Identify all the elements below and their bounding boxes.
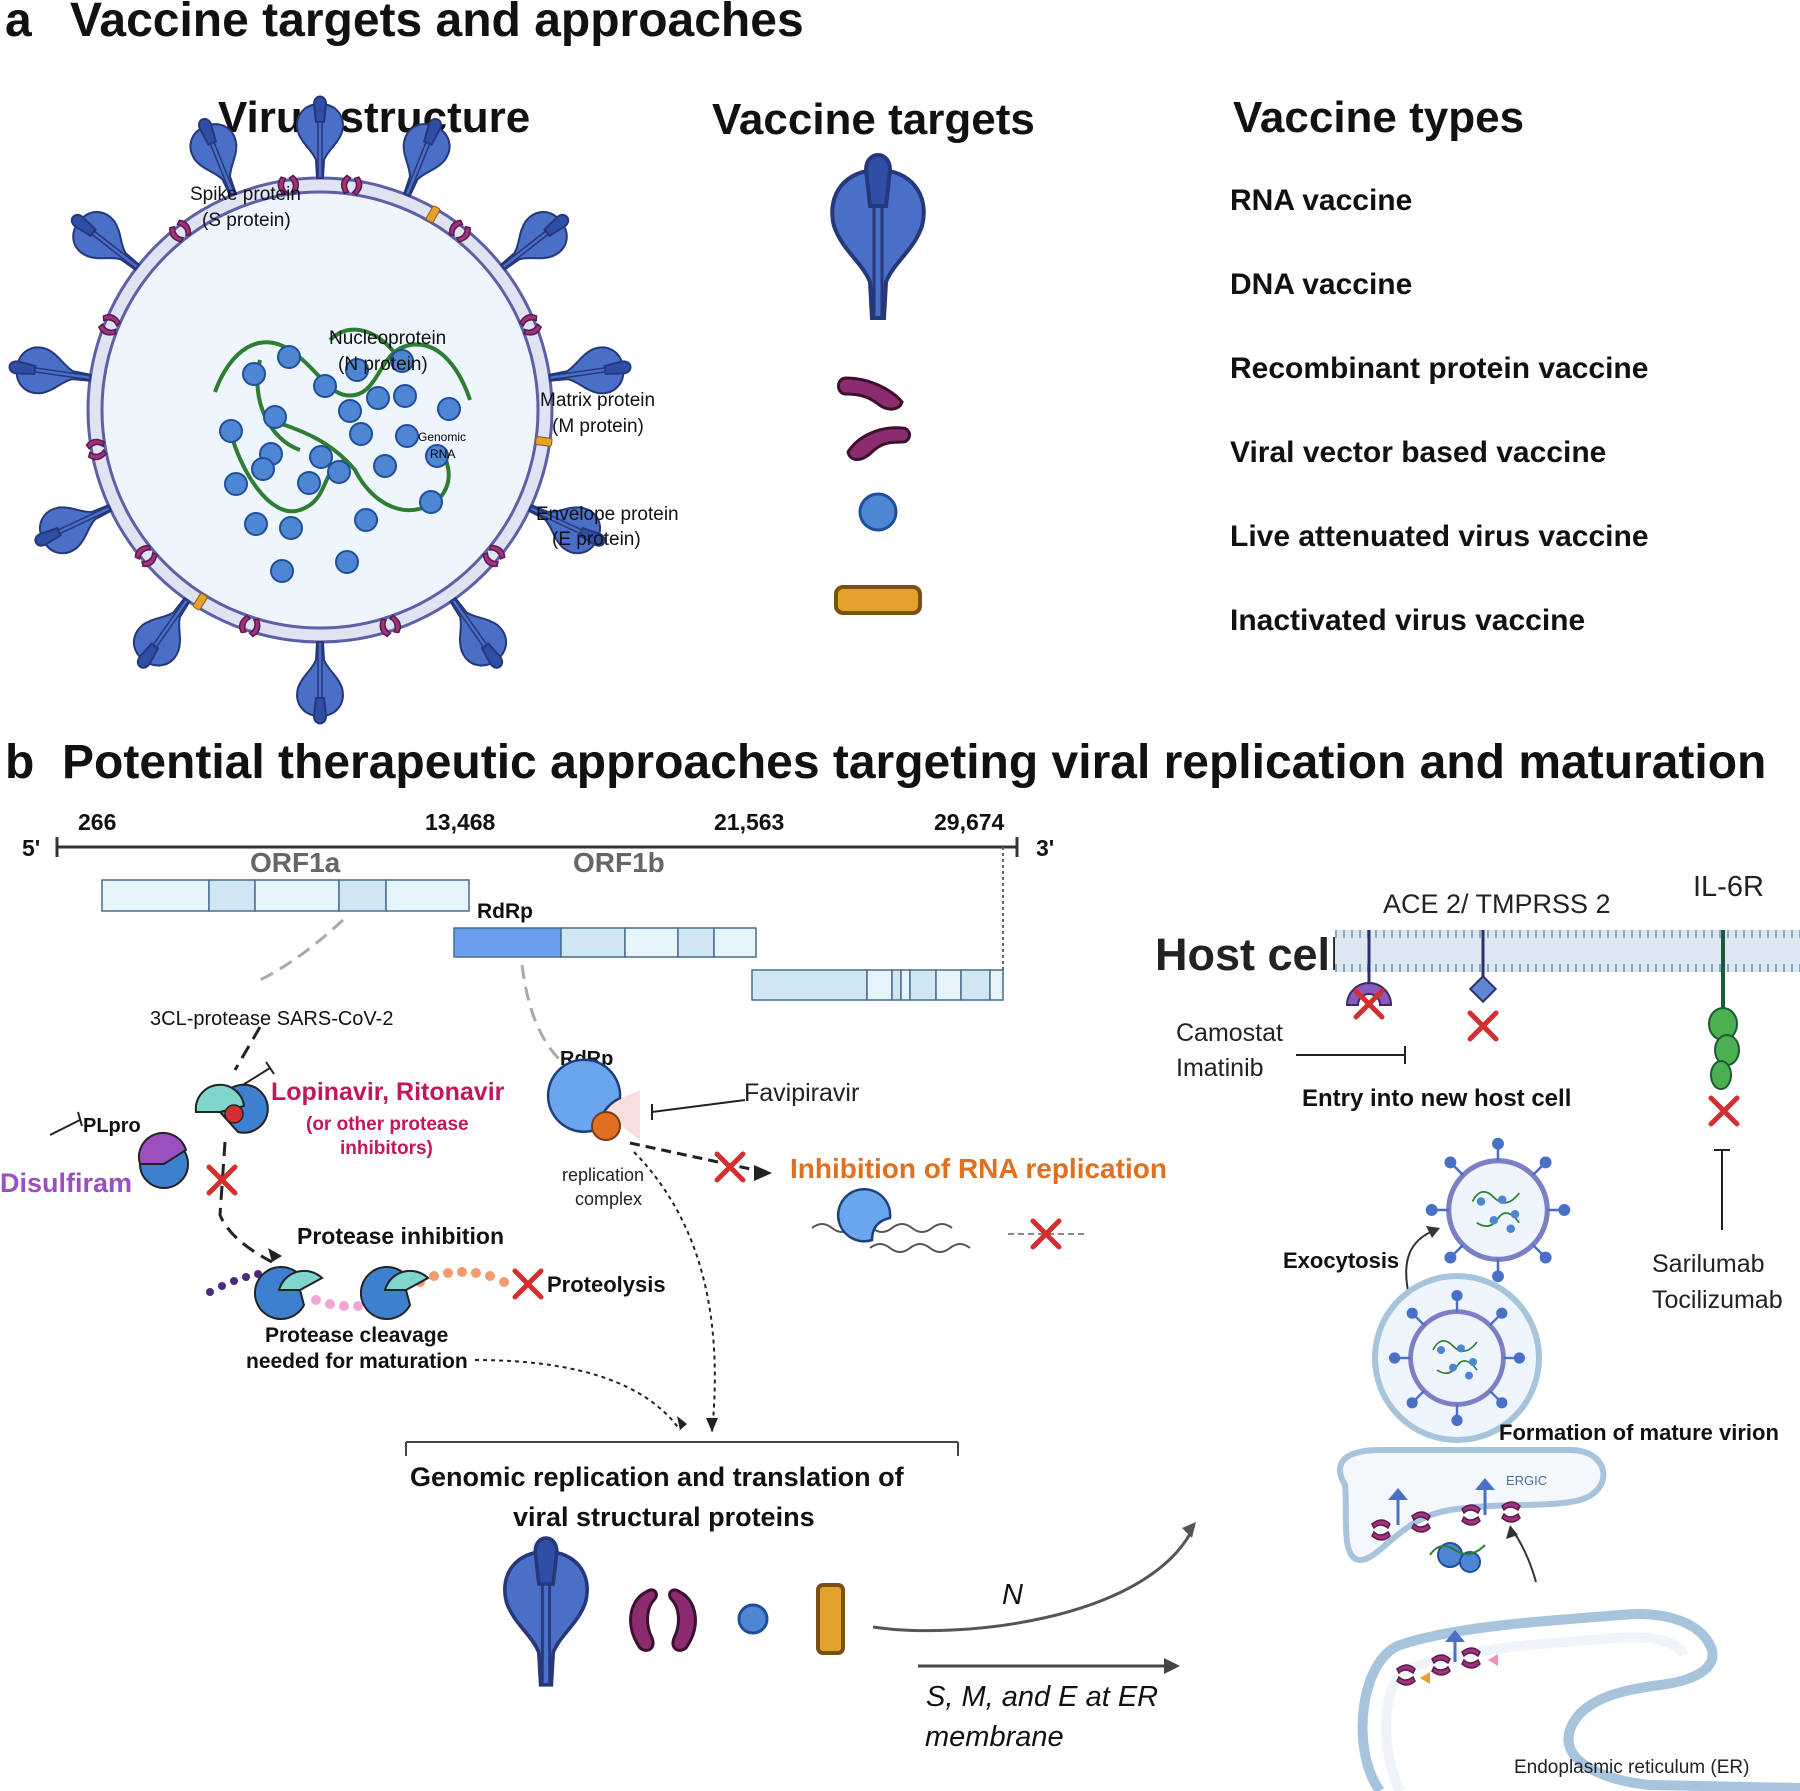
matrix-label-line1: Matrix protein xyxy=(540,390,655,411)
cleavage-line2: needed for maturation xyxy=(246,1350,468,1373)
sme-line2: membrane xyxy=(925,1721,1064,1753)
er-label: Endoplasmic reticulum (ER) xyxy=(1514,1757,1749,1778)
host-cell-label: Host cell xyxy=(1155,929,1343,980)
orf1a-label: ORF1a xyxy=(250,847,341,878)
rdrp-genome-label: RdRp xyxy=(477,900,533,923)
other-inhibitors-line1: (or other protease xyxy=(306,1114,469,1135)
genomic-rna-strand xyxy=(213,327,472,514)
structural-spike-icon xyxy=(503,1536,589,1687)
target-envelope-icon xyxy=(834,585,922,615)
envelope-label-line2: (E protein) xyxy=(552,529,641,550)
structural-nucleo-icon xyxy=(737,1603,769,1635)
host-cell-region: Host cell ACE 2/ TMPRSS 2 IL-6R Camostat… xyxy=(1155,871,1800,1791)
panel-b-title: Potential therapeutic approaches targeti… xyxy=(62,736,1766,789)
nucleo-label-line2: (N protein) xyxy=(338,354,428,375)
five-prime-label: 5' xyxy=(22,835,40,861)
vaccine-type-item: Inactivated virus vaccine xyxy=(1230,604,1585,637)
nucleo-label-line1: Nucleoprotein xyxy=(329,328,446,349)
virus-interior xyxy=(100,190,540,630)
orf1b-label: ORF1b xyxy=(573,847,665,878)
vaccine-type-item: RNA vaccine xyxy=(1230,184,1412,217)
nucleoprotein-icons xyxy=(219,345,461,583)
envelope-label-line1: Envelope protein xyxy=(536,504,679,525)
proteolysis-x xyxy=(515,1271,541,1297)
target-spike-icon xyxy=(830,153,926,320)
target-nucleoprotein-icon xyxy=(858,492,898,532)
genomic-rep-line1: Genomic replication and translation of xyxy=(410,1462,905,1492)
vaccine-types-heading: Vaccine types xyxy=(1233,93,1524,142)
spike-label-line1: Spike protein xyxy=(190,184,301,205)
position-266: 266 xyxy=(78,809,116,835)
er-membrane xyxy=(1357,1609,1800,1791)
vaccine-targets-heading: Vaccine targets xyxy=(712,95,1035,144)
membrane-lipids xyxy=(1335,930,1800,972)
matrix-label-line2: (M protein) xyxy=(552,416,644,437)
ergic-proteins xyxy=(1371,1478,1521,1573)
panel-a-title: Vaccine targets and approaches xyxy=(70,0,804,47)
il6r-label: IL-6R xyxy=(1693,871,1764,903)
genome-map: 5' 3' 266 13,468 21,563 29,674 ORF1a ORF… xyxy=(22,809,1054,1001)
favipiravir-label: Favipiravir xyxy=(744,1079,859,1107)
position-21563: 21,563 xyxy=(714,809,784,835)
rna-x-mark xyxy=(1033,1221,1059,1247)
three-prime-label: 3' xyxy=(1036,835,1054,861)
virus-structure-heading: Virus structure xyxy=(218,93,530,142)
other-inhibitors-line2: inhibitors) xyxy=(340,1138,433,1159)
genomic-rep-line2: viral structural proteins xyxy=(513,1502,815,1532)
er-proteins xyxy=(1396,1630,1498,1686)
mature-virion-label: Formation of mature virion xyxy=(1499,1420,1779,1445)
plpro-label: PLpro xyxy=(83,1115,141,1137)
sme-line1: S, M, and E at ER xyxy=(926,1681,1158,1713)
genomic-label-line2: RNA xyxy=(430,447,455,461)
vaccine-type-item: Viral vector based vaccine xyxy=(1230,436,1606,469)
vaccine-type-item: DNA vaccine xyxy=(1230,268,1412,301)
disulfiram-label: Disulfiram xyxy=(0,1168,132,1198)
genomic-replication-block: Genomic replication and translation of v… xyxy=(405,1441,1196,1753)
polyprotein-chain xyxy=(206,1266,509,1320)
sarilumab-label: Sarilumab xyxy=(1652,1250,1765,1278)
rdrp-branch: RdRp Favipiravir replication complex Inh… xyxy=(520,964,1167,1433)
camostat-label: Camostat xyxy=(1176,1019,1283,1047)
ace2-label: ACE 2/ TMPRSS 2 xyxy=(1383,889,1611,919)
tocilizumab-label: Tocilizumab xyxy=(1652,1286,1783,1314)
rna-replication-x xyxy=(717,1154,743,1180)
n-label: N xyxy=(1002,1579,1023,1611)
genomic-label-line1: Genomic xyxy=(418,430,466,444)
entry-label: Entry into new host cell xyxy=(1302,1085,1571,1112)
released-virion-icon xyxy=(1426,1138,1571,1283)
target-matrix-icon xyxy=(837,376,911,461)
virus-diagram xyxy=(5,95,635,725)
il6r-x xyxy=(1711,1098,1737,1124)
vaccine-types-list: RNA vaccine DNA vaccine Recombinant prot… xyxy=(1230,184,1649,637)
panel-b-letter: b xyxy=(5,736,34,789)
proteolysis-label: Proteolysis xyxy=(547,1272,666,1297)
orf1b-box xyxy=(453,927,757,958)
orf1a-box xyxy=(101,879,470,912)
lopinavir-label: Lopinavir, Ritonavir xyxy=(271,1078,505,1106)
exocytosis-label: Exocytosis xyxy=(1283,1248,1399,1273)
replication-line2: complex xyxy=(575,1189,642,1209)
er-lumen xyxy=(1381,1632,1689,1791)
ergic-label: ERGIC xyxy=(1506,1473,1547,1488)
imatinib-label: Imatinib xyxy=(1176,1054,1264,1082)
structural-matrix-icon xyxy=(629,1588,697,1652)
protease-3cl-label: 3CL-protease SARS-CoV-2 xyxy=(150,1008,393,1030)
position-13468: 13,468 xyxy=(425,809,496,835)
panel-a-letter: a xyxy=(5,0,32,47)
protease-branch: 3CL-protease SARS-CoV-2 Lopinavir, Riton… xyxy=(0,918,687,1431)
vaccine-type-item: Recombinant protein vaccine xyxy=(1230,352,1648,385)
cleavage-line1: Protease cleavage xyxy=(265,1324,448,1347)
vaccine-type-item: Live attenuated virus vaccine xyxy=(1230,520,1649,553)
structural-envelope-icon xyxy=(816,1583,845,1655)
spike-label-line2: (S protein) xyxy=(202,210,291,231)
replication-line1: replication xyxy=(562,1165,644,1185)
protease-inhibition-label: Protease inhibition xyxy=(297,1223,504,1249)
vesicle-virion-icon xyxy=(1389,1290,1525,1426)
position-29674: 29,674 xyxy=(934,809,1005,835)
structural-genes-box xyxy=(751,969,1004,1001)
tmprss2-x xyxy=(1470,1013,1496,1039)
inhibition-rna-label: Inhibition of RNA replication xyxy=(790,1153,1167,1184)
